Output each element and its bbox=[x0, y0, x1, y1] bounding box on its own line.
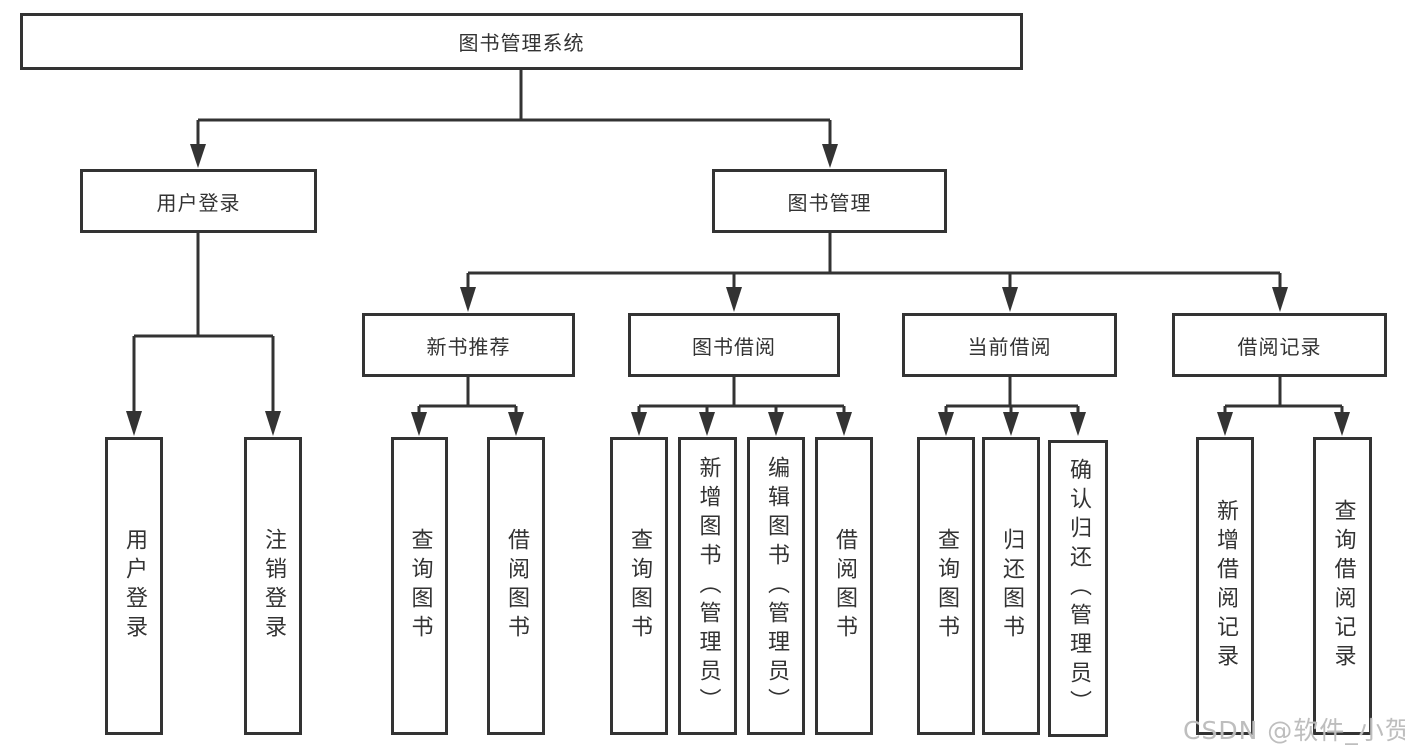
node-borrowing-records: 借阅记录 bbox=[1172, 313, 1387, 377]
node-current-borrowing: 当前借阅 bbox=[902, 313, 1117, 377]
leaf-borrow-borrow-books-label: 借阅图书 bbox=[832, 528, 857, 644]
node-borrowing-records-label: 借阅记录 bbox=[1237, 334, 1322, 359]
arrow-down-icon bbox=[768, 412, 784, 436]
arrow-down-icon bbox=[726, 287, 742, 312]
leaf-current-query-books-label: 查询图书 bbox=[934, 528, 959, 644]
leaf-newbook-query-books-label: 查询图书 bbox=[407, 528, 433, 644]
leaf-current-return-books: 归还图书 bbox=[982, 437, 1040, 735]
arrow-down-icon bbox=[1002, 287, 1018, 312]
node-root: 图书管理系统 bbox=[20, 13, 1023, 70]
arrow-down-icon bbox=[265, 411, 281, 436]
arrow-down-icon bbox=[631, 412, 647, 436]
node-new-book-recommend-label: 新书推荐 bbox=[426, 334, 511, 359]
arrow-down-icon bbox=[508, 412, 524, 436]
node-book-borrowing: 图书借阅 bbox=[628, 313, 840, 377]
leaf-records-add-record-label: 新增借阅记录 bbox=[1213, 499, 1238, 673]
leaf-logout-label: 注销登录 bbox=[261, 528, 286, 644]
leaf-borrow-add-books-admin: 新增图书（管理员） bbox=[678, 437, 737, 735]
arrow-down-icon bbox=[1003, 412, 1019, 436]
arrow-down-icon bbox=[699, 412, 715, 436]
leaf-user-login: 用户登录 bbox=[105, 437, 163, 735]
node-user-login: 用户登录 bbox=[80, 169, 317, 233]
leaf-logout: 注销登录 bbox=[244, 437, 302, 735]
leaf-records-add-record: 新增借阅记录 bbox=[1196, 437, 1254, 735]
node-book-management-label: 图书管理 bbox=[787, 190, 872, 215]
arrow-down-icon bbox=[1070, 412, 1086, 436]
leaf-borrow-query-books-label: 查询图书 bbox=[627, 528, 652, 644]
arrow-down-icon bbox=[190, 144, 206, 168]
leaf-current-confirm-return-admin: 确认归还（管理员） bbox=[1048, 440, 1108, 737]
node-book-borrowing-label: 图书借阅 bbox=[692, 334, 776, 359]
node-root-label: 图书管理系统 bbox=[458, 31, 585, 55]
arrow-down-icon bbox=[126, 411, 142, 436]
leaf-records-query-record: 查询借阅记录 bbox=[1313, 437, 1372, 735]
leaf-user-login-label: 用户登录 bbox=[122, 528, 147, 644]
arrowhead-icons bbox=[126, 144, 1350, 436]
leaf-newbook-borrow-books: 借阅图书 bbox=[487, 437, 545, 735]
leaf-borrow-query-books: 查询图书 bbox=[610, 437, 668, 735]
arrow-down-icon bbox=[1272, 287, 1288, 312]
connector-paths bbox=[132, 70, 1344, 413]
arrow-down-icon bbox=[1334, 412, 1350, 436]
arrow-down-icon bbox=[1217, 412, 1233, 436]
leaf-borrow-borrow-books: 借阅图书 bbox=[815, 437, 873, 735]
arrow-down-icon bbox=[938, 412, 954, 436]
leaf-records-query-record-label: 查询借阅记录 bbox=[1330, 499, 1356, 673]
leaf-newbook-query-books: 查询图书 bbox=[391, 437, 448, 735]
arrow-down-icon bbox=[822, 144, 838, 168]
leaf-current-return-books-label: 归还图书 bbox=[999, 528, 1024, 644]
node-user-login-label: 用户登录 bbox=[156, 190, 241, 215]
arrow-down-icon bbox=[460, 287, 476, 312]
watermark: CSDN @软件_小贺同学 bbox=[1183, 716, 1405, 745]
leaf-borrow-edit-books-admin-label: 编辑图书（管理员） bbox=[764, 455, 789, 717]
node-book-management: 图书管理 bbox=[712, 169, 947, 233]
leaf-newbook-borrow-books-label: 借阅图书 bbox=[504, 528, 529, 644]
arrow-down-icon bbox=[836, 412, 852, 436]
leaf-borrow-edit-books-admin: 编辑图书（管理员） bbox=[747, 437, 805, 735]
arrow-down-icon bbox=[411, 412, 427, 436]
node-current-borrowing-label: 当前借阅 bbox=[967, 334, 1052, 359]
node-new-book-recommend: 新书推荐 bbox=[362, 313, 575, 377]
leaf-borrow-add-books-admin-label: 新增图书（管理员） bbox=[695, 455, 721, 717]
leaf-current-confirm-return-admin-label: 确认归还（管理员） bbox=[1066, 458, 1091, 719]
leaf-current-query-books: 查询图书 bbox=[917, 437, 975, 735]
